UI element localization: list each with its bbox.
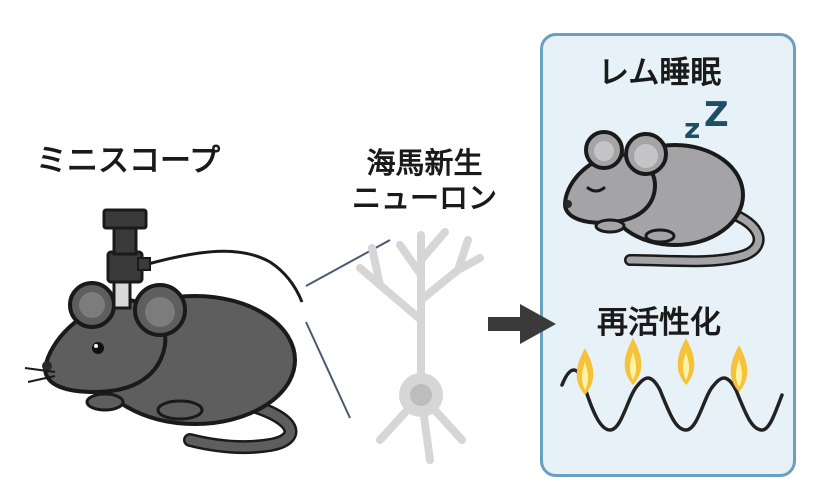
arrow-right-icon [488, 304, 556, 344]
reactivation-label: 再活性化 [597, 305, 721, 341]
neuron-nucleus [410, 384, 432, 406]
neuron-label-line1: 海馬新生 [366, 146, 483, 180]
oscillation-wave-icon [560, 368, 784, 432]
sleeping-mouse-icon [562, 130, 765, 268]
neuron-label-line2: ニューロン [352, 180, 498, 215]
neuron-label: 海馬新生 ニューロン [352, 146, 497, 216]
sleep-z-small: z [684, 112, 700, 145]
rem-sleep-label: レム睡眠 [598, 55, 722, 91]
neuron-icon [356, 228, 484, 464]
flame-icon [576, 338, 748, 395]
sleep-z-large: Z [704, 95, 729, 135]
mouse-with-miniscope-icon [24, 208, 304, 455]
miniscope-label: ミニスコープ [36, 143, 221, 179]
